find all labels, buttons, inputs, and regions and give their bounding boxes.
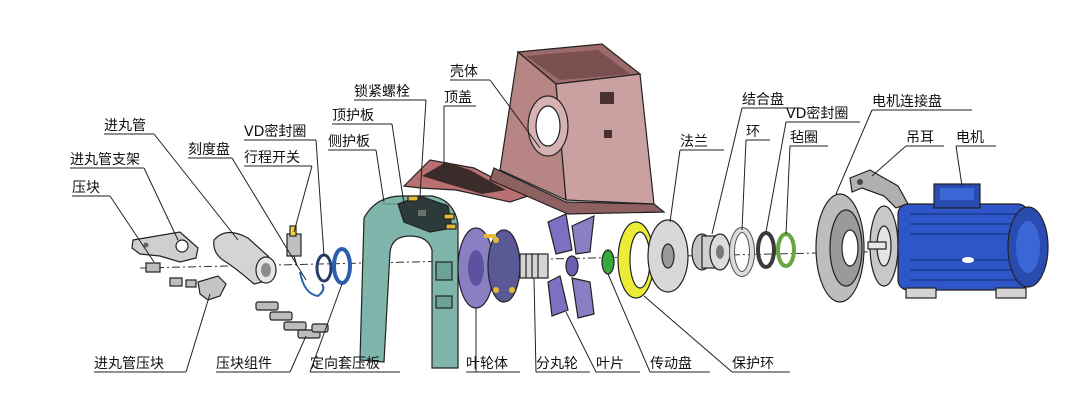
label-feed-tube-clamp: 进丸管压块 [94, 356, 164, 372]
label-shot-divider-wheel: 分丸轮 [536, 356, 578, 372]
vd-seal-ring-right [756, 231, 776, 269]
label-housing: 壳体 [450, 63, 478, 80]
impeller-body-part [457, 227, 495, 309]
label-lifting-lug: 吊耳 [906, 130, 934, 146]
press-block-part [145, 262, 197, 288]
motor-connection-plate-part [815, 193, 865, 303]
label-press-block: 压块 [72, 180, 100, 196]
label-impeller-body: 叶轮体 [466, 356, 508, 372]
label-felt-ring: 毡圈 [790, 130, 818, 146]
lifting-lug-part [849, 169, 909, 209]
label-protective-ring: 保护环 [732, 356, 774, 372]
label-press-block-assembly: 压块组件 [216, 356, 272, 372]
feed-tube-part [213, 231, 277, 285]
label-locking-bolt: 锁紧螺栓 [354, 84, 410, 100]
leader-lines [70, 79, 996, 373]
label-drive-disc: 传动盘 [650, 355, 692, 372]
housing-part [489, 43, 666, 215]
label-top-cover: 顶盖 [444, 90, 472, 106]
label-stroke-switch: 行程开关 [244, 150, 300, 166]
coupling-disc-part [691, 233, 731, 271]
ring-part [729, 227, 755, 277]
shot-divider-wheel-part [519, 253, 549, 279]
label-feed-tube: 进丸管 [104, 118, 146, 134]
label-motor-connection-plate: 电机连接盘 [872, 93, 942, 110]
label-feed-tube-bracket: 进丸管支架 [70, 152, 140, 168]
label-blade: 叶片 [596, 356, 624, 372]
felt-ring-part [776, 232, 796, 268]
vd-seal-ring-left-2 [332, 247, 352, 285]
label-scale-disc: 刻度盘 [188, 141, 230, 158]
label-coupling-disc: 结合盘 [742, 91, 784, 108]
label-vd-seal-right: VD密封圈 [786, 105, 848, 122]
protective-ring-part [617, 221, 655, 299]
green-drive-ring [601, 249, 615, 275]
flange-part [647, 219, 689, 293]
top-cover-part [402, 159, 530, 203]
label-vd-seal-left: VD密封圈 [244, 123, 306, 140]
blade-part [547, 213, 595, 319]
motor-part [897, 183, 1049, 299]
locking-bolt-part [407, 195, 457, 230]
scale-disc-ring [299, 271, 325, 298]
feed-tube-bracket-part [131, 231, 199, 263]
press-block-assembly-part [255, 301, 329, 339]
stroke-switch-part [286, 225, 302, 267]
motor-flange-part [867, 205, 899, 287]
label-flange: 法兰 [680, 134, 708, 150]
label-ring: 环 [746, 124, 760, 140]
labels-group: 进丸管 进丸管支架 压块 刻度盘 VD密封圈 行程开关 顶护板 侧护板 锁紧螺栓… [70, 63, 984, 372]
label-motor: 电机 [956, 130, 984, 146]
vd-seal-ring-left [315, 253, 333, 283]
label-top-guard-plate: 顶护板 [332, 108, 374, 124]
label-orientation-sleeve-plate: 定向套压板 [310, 356, 380, 372]
label-side-guard: 侧护板 [328, 134, 370, 150]
feed-tube-clamp-part [197, 275, 227, 301]
hub-part [484, 229, 521, 303]
